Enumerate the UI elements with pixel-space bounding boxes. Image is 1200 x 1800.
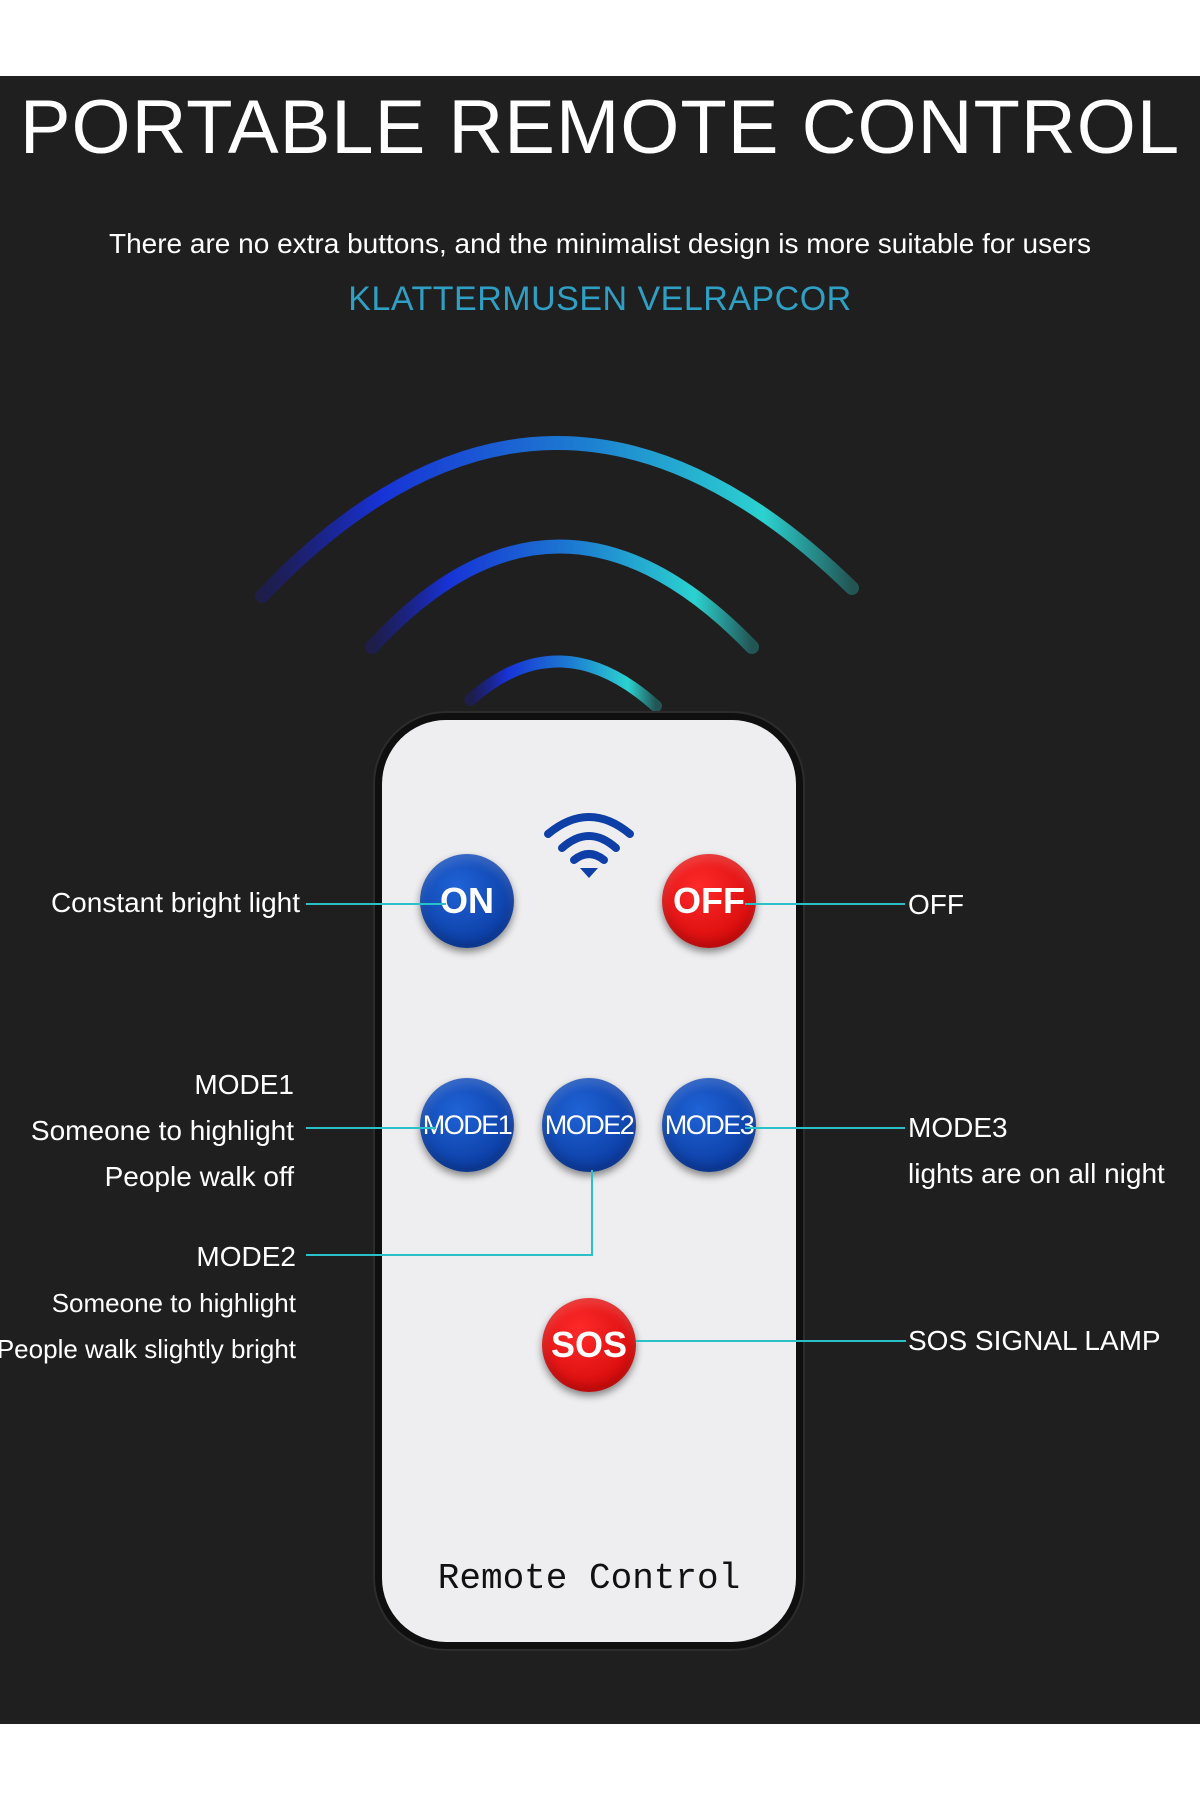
mode3-annotation: MODE3 lights are on all night [908,1105,1165,1197]
mode2-callout-vertical [591,1170,593,1256]
remote-control: ON OFF MODE1 MODE2 MODE3 SOS Remote Cont… [382,720,796,1642]
sos-callout-line [636,1340,906,1342]
off-annotation: OFF [908,889,964,920]
mode3-callout-line [745,1127,905,1129]
mode3-button[interactable]: MODE3 [662,1078,756,1172]
mode1-line1: Someone to highlight [30,1115,294,1146]
on-callout-line [306,903,446,905]
wireless-signal-icon [255,436,859,712]
on-annotation: Constant bright light [50,887,300,918]
mode1-button[interactable]: MODE1 [420,1078,514,1172]
mode2-annotation: MODE2 Someone to highlight People walk s… [0,1234,296,1372]
on-button[interactable]: ON [420,854,514,948]
remote-label: Remote Control [437,1558,741,1599]
mode2-callout-line [306,1254,593,1256]
mode1-annotation: MODE1 Someone to highlight People walk o… [31,1062,294,1200]
page-subtitle: There are no extra buttons, and the mini… [108,228,1092,259]
mode2-button[interactable]: MODE2 [542,1078,636,1172]
mode1-callout-line [306,1127,436,1129]
off-button[interactable]: OFF [662,854,756,948]
mode2-line1: Someone to highlight [51,1288,296,1318]
mode2-line2: People walk slightly bright [0,1334,296,1364]
mode3-title: MODE3 [908,1112,1008,1143]
mode1-line2: People walk off [104,1161,294,1192]
sos-annotation: SOS SIGNAL LAMP [908,1325,1161,1356]
wifi-icon [544,813,634,878]
mode1-title: MODE1 [194,1069,294,1100]
page-title: PORTABLE REMOTE CONTROL [19,85,1181,170]
sos-button[interactable]: SOS [542,1298,636,1392]
mode3-line1: lights are on all night [908,1158,1165,1189]
off-callout-line [745,903,905,905]
brand-name: KLATTERMUSEN VELRAPCOR [348,280,852,318]
mode2-title: MODE2 [196,1241,296,1272]
